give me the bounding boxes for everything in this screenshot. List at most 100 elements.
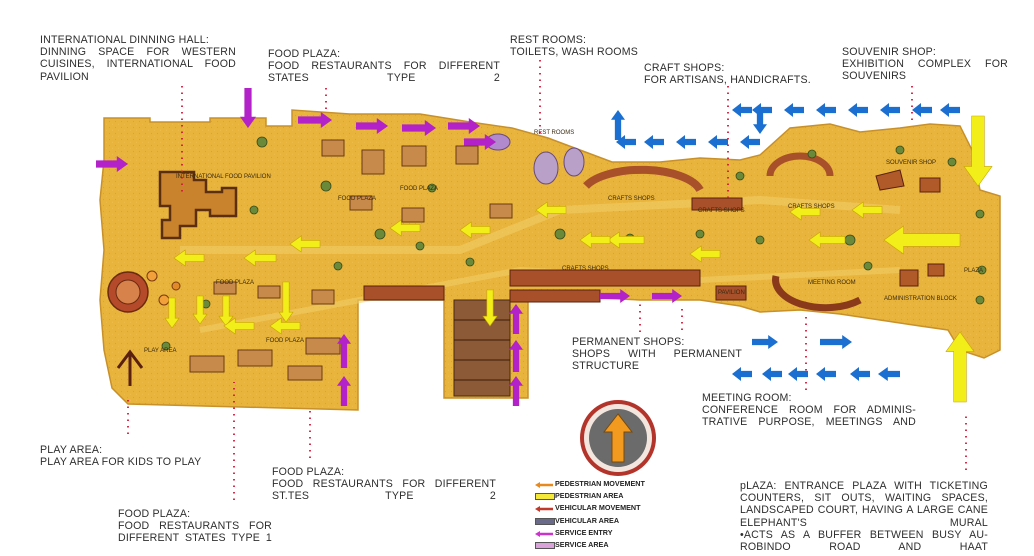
map-label-administration-block: ADMINISTRATION BLOCK <box>884 296 957 302</box>
pedestrian-arrows <box>164 115 993 403</box>
note-title: SOUVENIR SHOP: <box>842 46 937 58</box>
vehicular-arrow <box>753 110 767 134</box>
map-label-plaza: PLAZA <box>964 268 984 274</box>
service-arrow <box>509 340 523 372</box>
vehicular-arrow <box>940 103 960 117</box>
note-title: CRAFT SHOPS: <box>644 62 725 74</box>
legend-arrow-icon <box>535 530 553 537</box>
pedestrian-arrow <box>883 225 961 255</box>
note-title: MEETING ROOM: <box>702 392 792 404</box>
service-arrow <box>448 118 480 134</box>
pedestrian-arrow <box>945 331 975 403</box>
rest-rooms-block <box>485 133 585 185</box>
map-label-food-plaza-3: FOOD PLAZA <box>216 280 255 286</box>
pedestrian-arrow <box>269 317 301 335</box>
note-body: DINNING SPACE FOR WESTERN CUISINES, INTE… <box>40 46 236 83</box>
note-title: REST ROOMS: <box>510 34 587 46</box>
service-arrow <box>464 134 496 150</box>
service-arrow <box>509 376 523 406</box>
note-title: PLAY AREA: <box>40 444 103 456</box>
legend-label: VEHICULAR MOVEMENT <box>555 503 641 513</box>
note-craft-shops: CRAFT SHOPS: FOR ARTISANS, HANDICRAFTS. <box>644 62 824 86</box>
pedestrian-arrow <box>607 231 645 249</box>
pedestrian-arrow <box>243 249 277 267</box>
legend-swatch <box>535 541 555 549</box>
map-label-play-area: PLAY AREA <box>144 348 177 354</box>
pedestrian-arrow <box>173 249 205 267</box>
note-title: PERMANENT SHOPS: <box>572 336 685 348</box>
pedestrian-arrow <box>579 231 611 249</box>
vehicular-arrow <box>752 335 778 349</box>
vehicular-arrow <box>732 103 752 117</box>
legend-swatch <box>535 493 555 501</box>
service-arrow <box>96 156 128 172</box>
map-label-rest-rooms: REST ROOMS <box>534 130 575 136</box>
note-body: TOILETS, WASH ROOMS <box>510 46 638 59</box>
vehicular-arrow <box>611 110 625 140</box>
map-label-food-plaza-1: FOOD PLAZA <box>338 196 377 202</box>
vehicular-arrow <box>816 367 836 381</box>
pedestrian-arrow <box>535 201 567 219</box>
pedestrian-arrow <box>278 281 294 323</box>
vehicular-arrows <box>611 103 960 381</box>
legend-label: PEDESTRIAN AREA <box>555 491 624 501</box>
pedestrian-arrow <box>963 115 993 187</box>
map-label-crafts-shops-3: CRAFTS SHOPS <box>788 204 835 210</box>
note-body: FOR ARTISANS, HANDICRAFTS. <box>644 74 811 87</box>
note-title: FOOD PLAZA: <box>268 48 341 60</box>
note-body: ENTRANCE PLAZA WITH TICKETING COUNTERS, … <box>740 480 988 529</box>
note-permanent-shops: PERMANENT SHOPS: SHOPS WITH PERMANENT ST… <box>572 336 742 373</box>
vehicular-arrow <box>816 103 836 117</box>
service-arrow <box>600 289 630 303</box>
service-arrow <box>337 334 351 368</box>
vehicular-arrow <box>912 103 932 117</box>
service-arrow <box>652 289 682 303</box>
meeting-admin-blocks <box>772 169 945 312</box>
map-label-souvenir-shop: SOUVENIR SHOP <box>886 160 937 166</box>
pedestrian-arrow <box>192 295 208 325</box>
vehicular-arrow <box>784 103 804 117</box>
note-rest-rooms: REST ROOMS: TOILETS, WASH ROOMS <box>510 34 640 58</box>
vehicular-arrow <box>878 367 900 381</box>
note-body: SHOPS WITH PERMANENT STRUCTURE <box>572 348 742 373</box>
note-meeting-room: MEETING ROOM: CONFERENCE ROOM FOR ADMINI… <box>702 392 916 429</box>
pedestrian-arrow <box>689 245 721 263</box>
service-arrow <box>240 88 256 128</box>
pedestrian-arrow <box>223 317 255 335</box>
map-label-food-plaza-2: FOOD PLAZA <box>400 186 439 192</box>
legend-label: SERVICE AREA <box>555 539 609 549</box>
international-food-pavilion-building <box>158 170 238 240</box>
note-food-plaza-bottom: FOOD PLAZA: FOOD RESTAURANTS FOR DIFFERE… <box>118 508 272 545</box>
note-title: FOOD PLAZA: <box>272 466 345 478</box>
note-body: FOOD RESTAURANTS FOR DIFFERENT STATES TY… <box>118 520 272 545</box>
vehicular-arrow <box>788 367 808 381</box>
note-title: pLAZA: <box>740 480 777 492</box>
note-title-body: pLAZA: ENTRANCE PLAZA WITH TICKETING COU… <box>740 480 988 529</box>
pedestrian-arrow <box>808 231 846 249</box>
legend-swatch <box>535 517 555 525</box>
vehicular-arrow <box>850 367 870 381</box>
note-plaza: pLAZA: ENTRANCE PLAZA WITH TICKETING COU… <box>740 480 988 556</box>
note-food-plaza-mid: FOOD PLAZA: FOOD RESTAURANTS FOR DIFFERE… <box>272 466 496 503</box>
map-label-crafts-shops-2: CRAFTS SHOPS <box>698 208 745 214</box>
map-label-food-plaza-4: FOOD PLAZA <box>266 338 305 344</box>
vehicular-arrow <box>644 135 664 149</box>
crafts-shops-rows <box>363 152 834 303</box>
note-title: FOOD PLAZA: <box>118 508 191 520</box>
note-title: INTERNATIONAL DINNING HALL: <box>40 34 210 46</box>
map-label-crafts-shops-4: CRAFTS SHOPS <box>562 266 609 272</box>
note-food-plaza-top: FOOD PLAZA: FOOD RESTAURANTS FOR DIFFERE… <box>268 48 500 85</box>
pedestrian-arrow <box>482 289 498 327</box>
play-area-structures <box>107 270 181 386</box>
pedestrian-arrow <box>164 297 180 329</box>
service-arrows <box>96 88 682 406</box>
vehicular-arrow <box>676 135 696 149</box>
service-arrow <box>298 112 332 128</box>
service-arrow <box>337 376 351 406</box>
vehicular-arrow <box>880 103 900 117</box>
map-label-meeting-room: MEETING ROOM <box>808 280 856 286</box>
service-arrow <box>402 120 436 136</box>
service-arrow <box>356 118 388 134</box>
legend-label: PEDESTRIAN MOVEMENT <box>555 479 645 488</box>
